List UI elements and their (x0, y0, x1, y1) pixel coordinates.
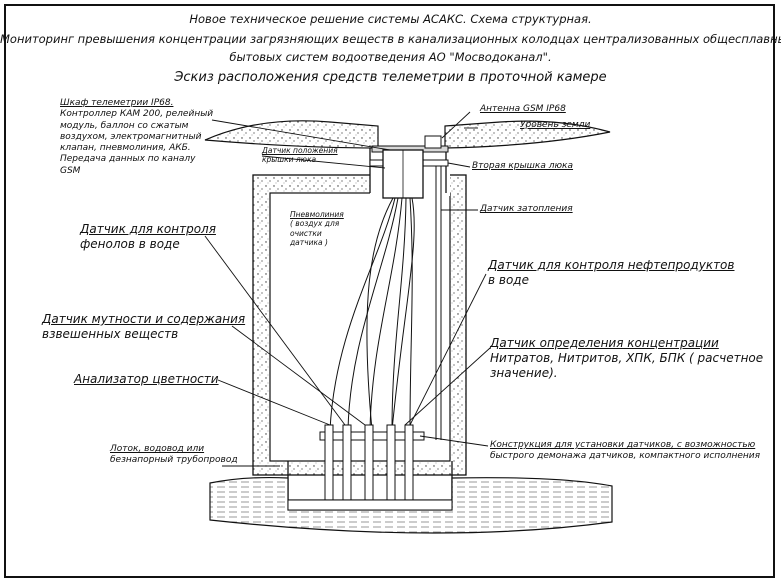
pneumo-line-text: очистки (290, 228, 322, 238)
hatch-sensor-line-1: Датчик положения (262, 146, 338, 155)
turbidity-sensor-label: Датчик мутности и содержания взвешенных … (42, 312, 245, 342)
oil-line-2: в воде (488, 273, 529, 287)
phenol-line-2: фенолов в воде (80, 237, 180, 251)
cabinet-label: Шкаф телеметрии IP68. Контроллер КАМ 200… (60, 98, 213, 177)
concentration-line-2: Нитратов, Нитритов, ХПК, БПК ( расчетное (490, 351, 764, 365)
color-analyzer-label: Анализатор цветности (74, 372, 219, 386)
subtitle: Эскиз расположения средств телеметрии в … (174, 70, 607, 85)
tray-line-1: Лоток, водовод или (110, 444, 205, 454)
cable-bundle (329, 197, 415, 431)
phenol-line-1: Датчик для контроля (80, 222, 216, 236)
oil-sensor-label: Датчик для контроля нефтепродуктов в вод… (488, 258, 734, 288)
construction-line-2: быстрого демонажа датчиков, компактного … (490, 451, 761, 462)
title-line-1: Новое техническое решение системы АСАКС.… (189, 12, 592, 26)
cabinet-line: модуль, баллон со сжатым (60, 120, 189, 131)
cabinet-line: Контроллер КАМ 200, релейный (60, 109, 214, 120)
cabinet-line: клапан, пневмолиния, АКБ. (60, 143, 191, 153)
antenna-icon (424, 135, 442, 149)
hatch-sensor-line-2: крышки люка (262, 155, 317, 165)
cabinet-line: GSM (60, 165, 81, 176)
leader-lines (204, 111, 491, 467)
second-lid-label: Вторая крышка люка (472, 161, 574, 171)
tray-label: Лоток, водовод или безнапорный трубопров… (110, 444, 238, 467)
drawing-frame (4, 4, 775, 578)
soil-base (209, 476, 613, 534)
phenol-sensor-label: Датчик для контроля фенолов в воде (80, 222, 216, 252)
cabinet-line: воздухом, электромагнитный (60, 131, 202, 142)
pneumo-line-label: Пневмолиния ( воздух для очистки датчика… (290, 210, 344, 248)
turbidity-line-2: взвешенных веществ (42, 327, 179, 341)
title-line-3: бытовых систем водоотведения АО "Мосводо… (229, 50, 552, 64)
hatch-sensor-label: Датчик положения крышки люка (262, 146, 338, 165)
title-line-2: Мониторинг превышения концентрации загря… (0, 32, 781, 46)
ground-right (444, 120, 611, 149)
pneumo-line-text: Пневмолиния (290, 210, 344, 219)
antenna-label: Антенна GSM IP68 (480, 104, 566, 114)
pneumo-line-text: ( воздух для (290, 219, 340, 229)
construction-label: Конструкция для установки датчиков, с во… (490, 440, 760, 463)
turbidity-line-1: Датчик мутности и содержания (42, 312, 246, 326)
concentration-line-1: Датчик определения концентрации (490, 336, 719, 350)
pneumo-line-text: датчика ) (290, 238, 328, 248)
tray-line-2: безнапорный трубопровод (110, 455, 238, 466)
concentration-line-3: значение). (490, 366, 558, 380)
ground-label: Уровень земли (520, 120, 591, 130)
construction-line-1: Конструкция для установки датчиков, с во… (490, 440, 756, 450)
cabinet-line: Передача данных по каналу (60, 154, 196, 165)
oil-line-1: Датчик для контроля нефтепродуктов (488, 258, 735, 272)
concentration-sensor-label: Датчик определения концентрации Нитратов… (490, 336, 763, 381)
chamber-inner (269, 192, 451, 462)
flood-sensor-label: Датчик затопления (480, 204, 573, 214)
cabinet-title: Шкаф телеметрии IP68. (60, 98, 174, 108)
